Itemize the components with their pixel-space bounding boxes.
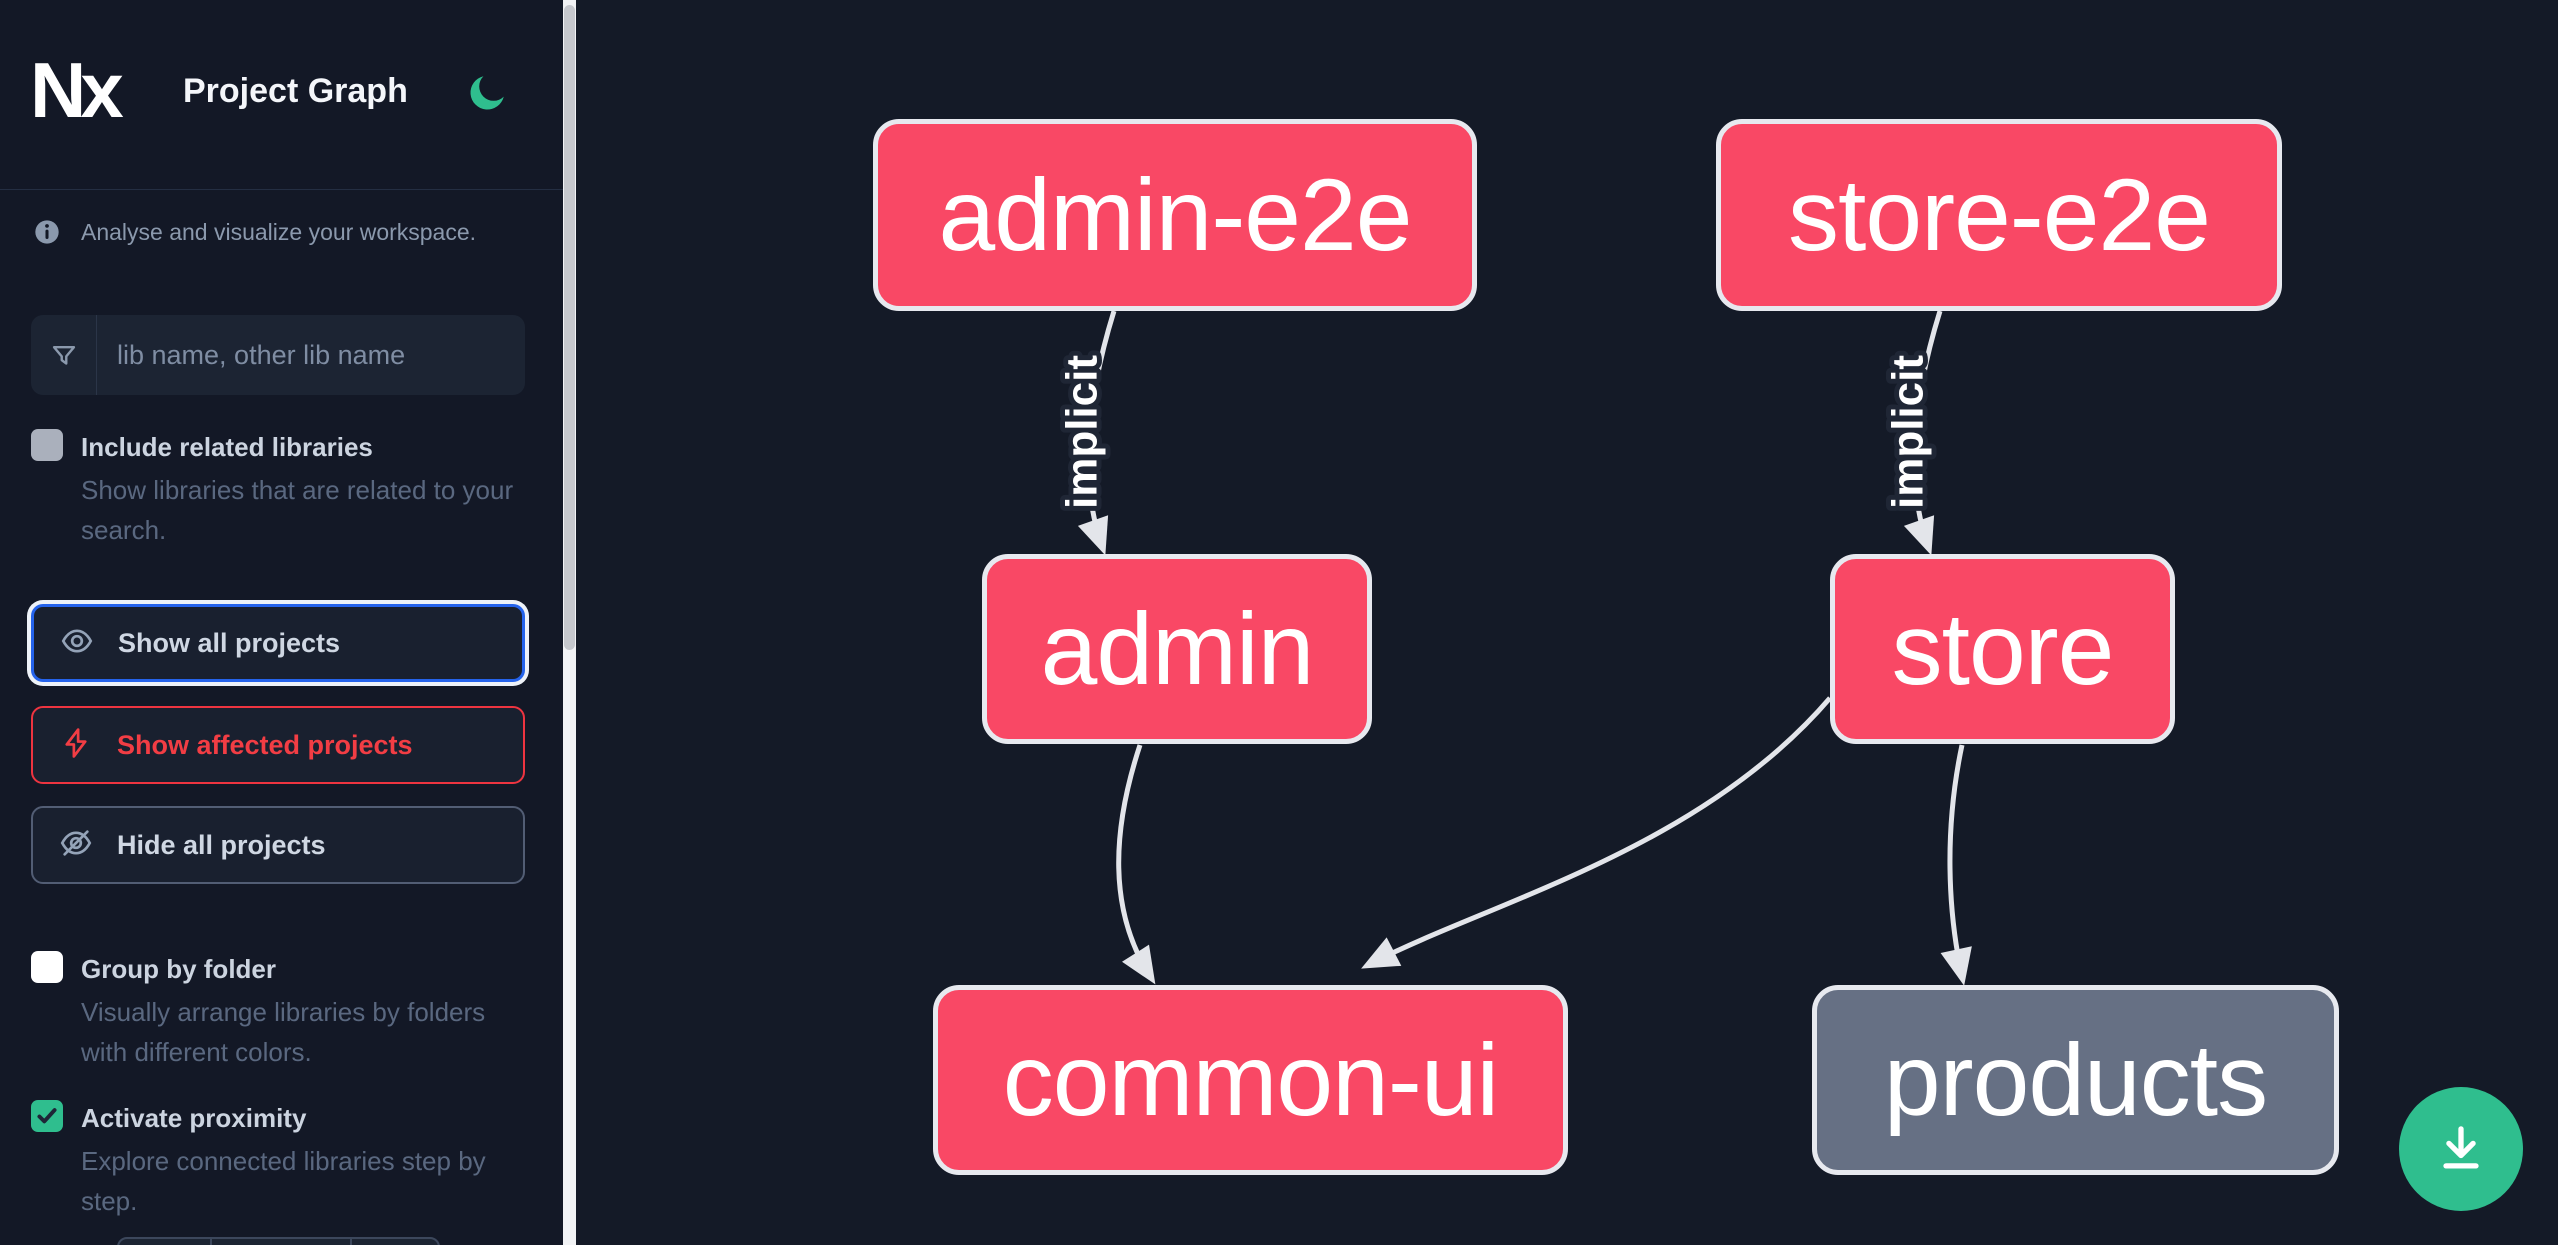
eye-slash-icon	[59, 826, 93, 865]
hide-all-projects-button[interactable]: Hide all projects	[31, 806, 525, 884]
graph-node-label: store	[1891, 591, 2115, 706]
graph-node-label: products	[1883, 1022, 2268, 1137]
sidebar-scrollbar[interactable]	[563, 0, 576, 1245]
graph-node-admin-e2e[interactable]: admin-e2e	[873, 119, 1477, 311]
theme-toggle-button[interactable]	[466, 70, 510, 114]
graph-node-products[interactable]: products	[1812, 985, 2339, 1175]
graph-node-store-e2e[interactable]: store-e2e	[1716, 119, 2282, 311]
activate-proximity-description: Explore connected libraries step by step…	[81, 1146, 486, 1216]
download-icon	[2432, 1118, 2490, 1181]
graph-node-label: admin	[1040, 591, 1315, 706]
include-related-label: Include related libraries	[81, 432, 373, 462]
workspace-intro: Analyse and visualize your workspace.	[33, 218, 476, 246]
option-group-by-folder: Group by folder Visually arrange librari…	[31, 951, 531, 1072]
graph-edge-store-e2e-store[interactable]	[1903, 310, 1943, 556]
show-affected-projects-button[interactable]: Show affected projects	[31, 706, 525, 784]
group-by-folder-description: Visually arrange libraries by folders wi…	[81, 997, 486, 1067]
graph-edge-admin-e2e-admin[interactable]	[1077, 310, 1117, 556]
info-icon	[33, 218, 61, 246]
option-include-related: Include related libraries Show libraries…	[31, 429, 531, 550]
graph-node-label: admin-e2e	[938, 157, 1413, 272]
hide-all-projects-label: Hide all projects	[117, 829, 326, 860]
search-input[interactable]	[97, 315, 525, 395]
graph-edge-store-common-ui[interactable]	[1361, 696, 1832, 969]
intro-text: Analyse and visualize your workspace.	[81, 218, 477, 245]
show-all-projects-button[interactable]: Show all projects	[31, 604, 525, 682]
show-affected-projects-label: Show affected projects	[117, 729, 413, 760]
sidebar-scrollbar-thumb[interactable]	[564, 5, 575, 650]
filter-funnel-icon	[31, 315, 97, 395]
sidebar: Nx Project Graph Analyse and visualize y…	[0, 0, 563, 1245]
option-activate-proximity: Activate proximity Explore connected lib…	[31, 1100, 531, 1221]
activate-proximity-checkbox[interactable]	[31, 1100, 63, 1132]
graph-node-admin[interactable]: admin	[982, 554, 1372, 744]
segment-1[interactable]	[119, 1239, 212, 1245]
search-box	[31, 315, 525, 395]
group-by-folder-label: Group by folder	[81, 954, 276, 984]
graph-node-label: common-ui	[1002, 1022, 1499, 1137]
download-graph-button[interactable]	[2399, 1087, 2523, 1211]
show-all-projects-label: Show all projects	[118, 627, 341, 658]
moon-icon	[466, 76, 510, 118]
graph-edge-store-products[interactable]	[1940, 744, 1972, 986]
nx-logo-text: Nx	[30, 46, 124, 134]
graph-node-label: store-e2e	[1788, 157, 2211, 272]
activate-proximity-label: Activate proximity	[81, 1103, 307, 1133]
nx-logo[interactable]: Nx	[30, 50, 130, 130]
group-by-folder-checkbox[interactable]	[31, 951, 63, 983]
eye-icon	[60, 624, 94, 663]
graph-node-store[interactable]: store	[1830, 554, 2175, 744]
lightning-bolt-icon	[59, 726, 93, 765]
include-related-description: Show libraries that are related to your …	[81, 475, 514, 545]
graph-edge-admin-common-ui[interactable]	[1116, 744, 1156, 985]
graph-node-common-ui[interactable]: common-ui	[933, 985, 1568, 1175]
page-title: Project Graph	[183, 72, 408, 110]
cropped-segmented-control[interactable]	[117, 1237, 440, 1245]
segment-2[interactable]	[212, 1239, 352, 1245]
include-related-checkbox[interactable]	[31, 429, 63, 461]
sidebar-header: Nx Project Graph	[0, 0, 563, 190]
